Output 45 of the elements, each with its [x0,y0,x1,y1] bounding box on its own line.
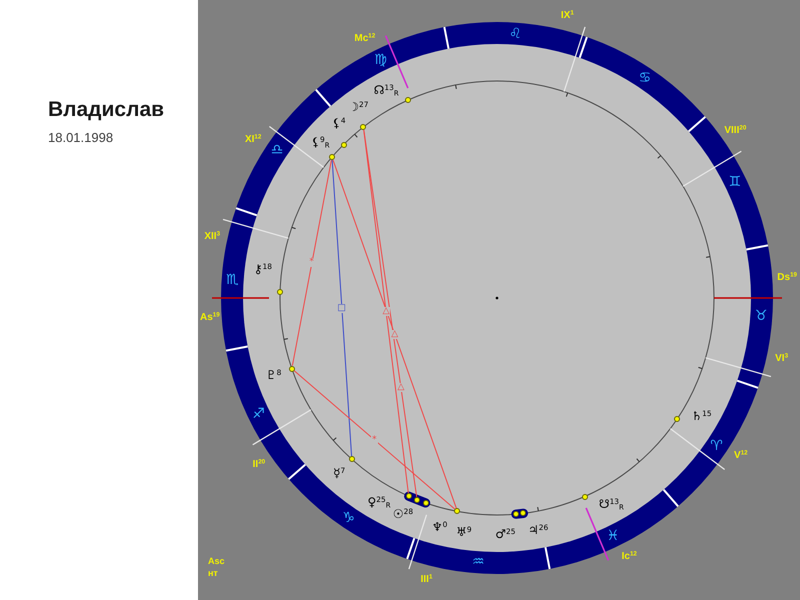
planet-label: ⚷$^{18}$ [254,263,272,276]
planet-label: ☉$^{28}$ [392,508,414,520]
planet-label: ♅$^{9}$ [456,526,472,538]
house-cusp-label: V$^{12}$ [734,451,748,462]
zodiac-sign-label: ♑ [342,510,355,525]
zodiac-sign-label: ♊ [728,174,742,189]
planet-label: ♆$^{0}$ [432,520,448,533]
zodiac-sign-label: ♏ [226,272,239,286]
house-cusp-label: III$^{1}$ [420,575,432,586]
planet-label: ♃$^{26}$ [528,524,548,536]
planet-label: ♄$^{15}$ [691,410,712,422]
aspect-symbol: * [371,436,378,444]
planet-label: ♇$^{8}$ [266,368,282,381]
zodiac-sign-label: ♍ [374,52,387,67]
planet-label: ♂$^{25}$ [495,528,516,540]
zodiac-sign-label: ♋ [638,71,652,86]
corner-note: Asc нт [208,556,225,580]
aspect-line [294,370,456,510]
house-cusp-label: II$^{20}$ [252,460,266,470]
house-cusp-label: Ds$^{19}$ [777,272,797,283]
aspect-line [332,159,457,510]
zodiac-sign-label: ♉ [754,309,768,324]
house-cusp-label: As$^{19}$ [200,313,220,324]
house-cusp-label: Ic$^{12}$ [622,552,637,562]
aspect-line [292,160,332,366]
aspect-line [332,160,352,457]
aspect-symbol: * [308,258,315,268]
zodiac-sign-label: ♒ [472,555,485,570]
zodiac-sign-label: ♌ [508,26,522,41]
zodiac-sign-label: ♓ [606,529,620,544]
planet-label: ☿$^{7}$ [333,467,346,480]
house-cusp-label: VI$^{3}$ [775,354,788,364]
birth-date: 18.01.1998 [48,131,114,144]
aspect-line [363,129,418,498]
house-cusp-label: XI$^{12}$ [244,134,262,144]
planet-label: ⚸$^{4}$ [332,116,346,129]
house-cusp-label: XII$^{3}$ [204,232,220,242]
house-cusp-label: Mc$^{12}$ [354,34,376,44]
house-cusp-label: VIII$^{20}$ [724,126,746,136]
chart-title: Владислав [48,99,164,120]
zodiac-sign-label: ♐ [252,407,265,422]
planet-label: ☽$^{27}$ [348,101,369,114]
house-cusp-label: IX$^{1}$ [560,10,574,21]
zodiac-sign-label: ♎ [270,142,284,157]
zodiac-sign-label: ♈ [710,439,723,454]
